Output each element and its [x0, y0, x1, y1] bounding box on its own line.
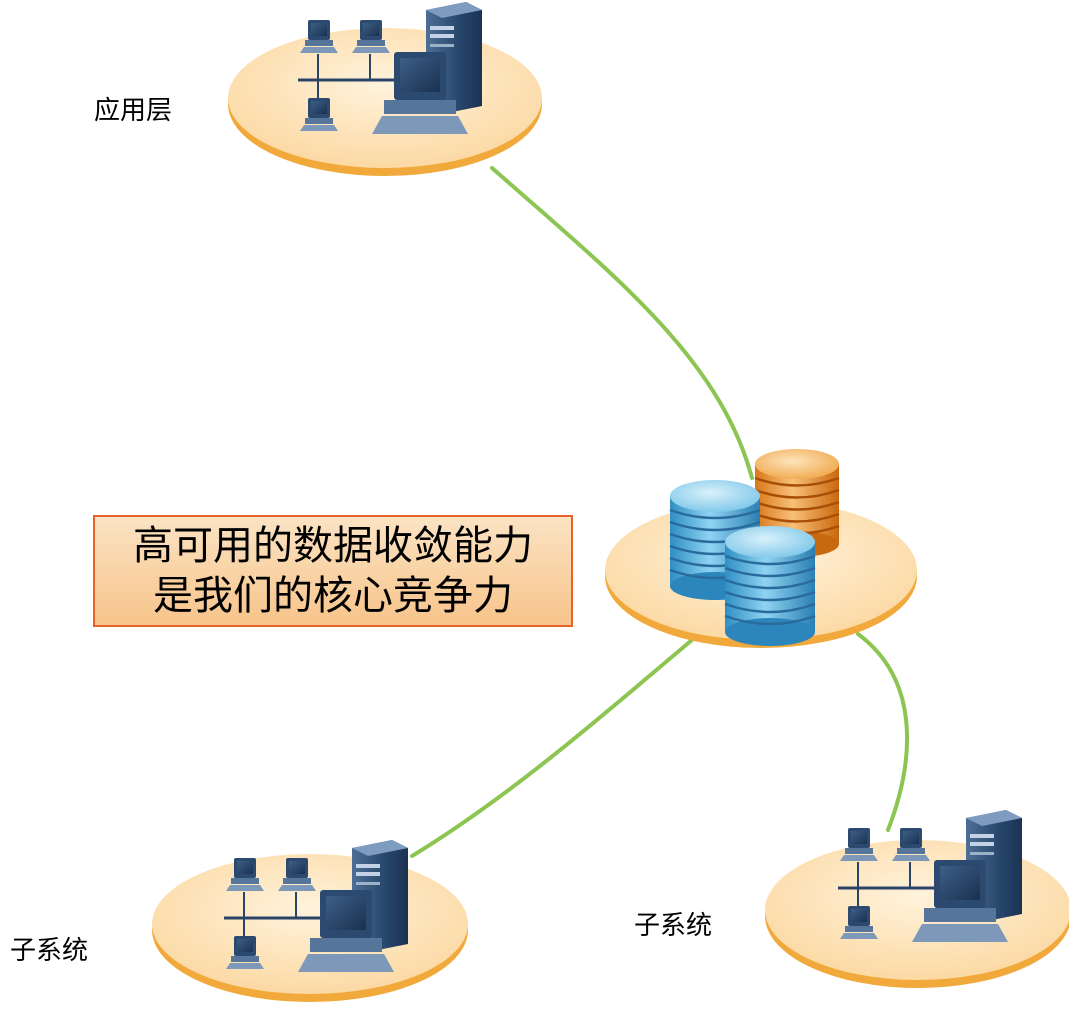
callout-line-1: 高可用的数据收敛能力: [133, 523, 533, 569]
core-competency-callout: 高可用的数据收敛能力 是我们的核心竞争力: [93, 515, 573, 627]
connector-app-to-db: [490, 166, 754, 480]
subsystem-right-label: 子系统: [634, 911, 713, 941]
connector-lines: [410, 166, 910, 858]
subsystem-right-node: [765, 810, 1069, 988]
platform-disc: [152, 854, 468, 994]
connector-db-to-subsystem-left: [410, 638, 694, 858]
subsystem-left-node: [152, 840, 468, 1002]
application-layer-label: 应用层: [94, 96, 173, 126]
connector-db-to-subsystem-right: [856, 632, 910, 832]
application-layer-node: [228, 2, 542, 176]
callout-line-2: 是我们的核心竞争力: [153, 573, 513, 619]
data-center-node: [605, 447, 917, 648]
subsystem-left-label: 子系统: [10, 936, 89, 966]
database-blue-front-icon: [723, 524, 817, 648]
